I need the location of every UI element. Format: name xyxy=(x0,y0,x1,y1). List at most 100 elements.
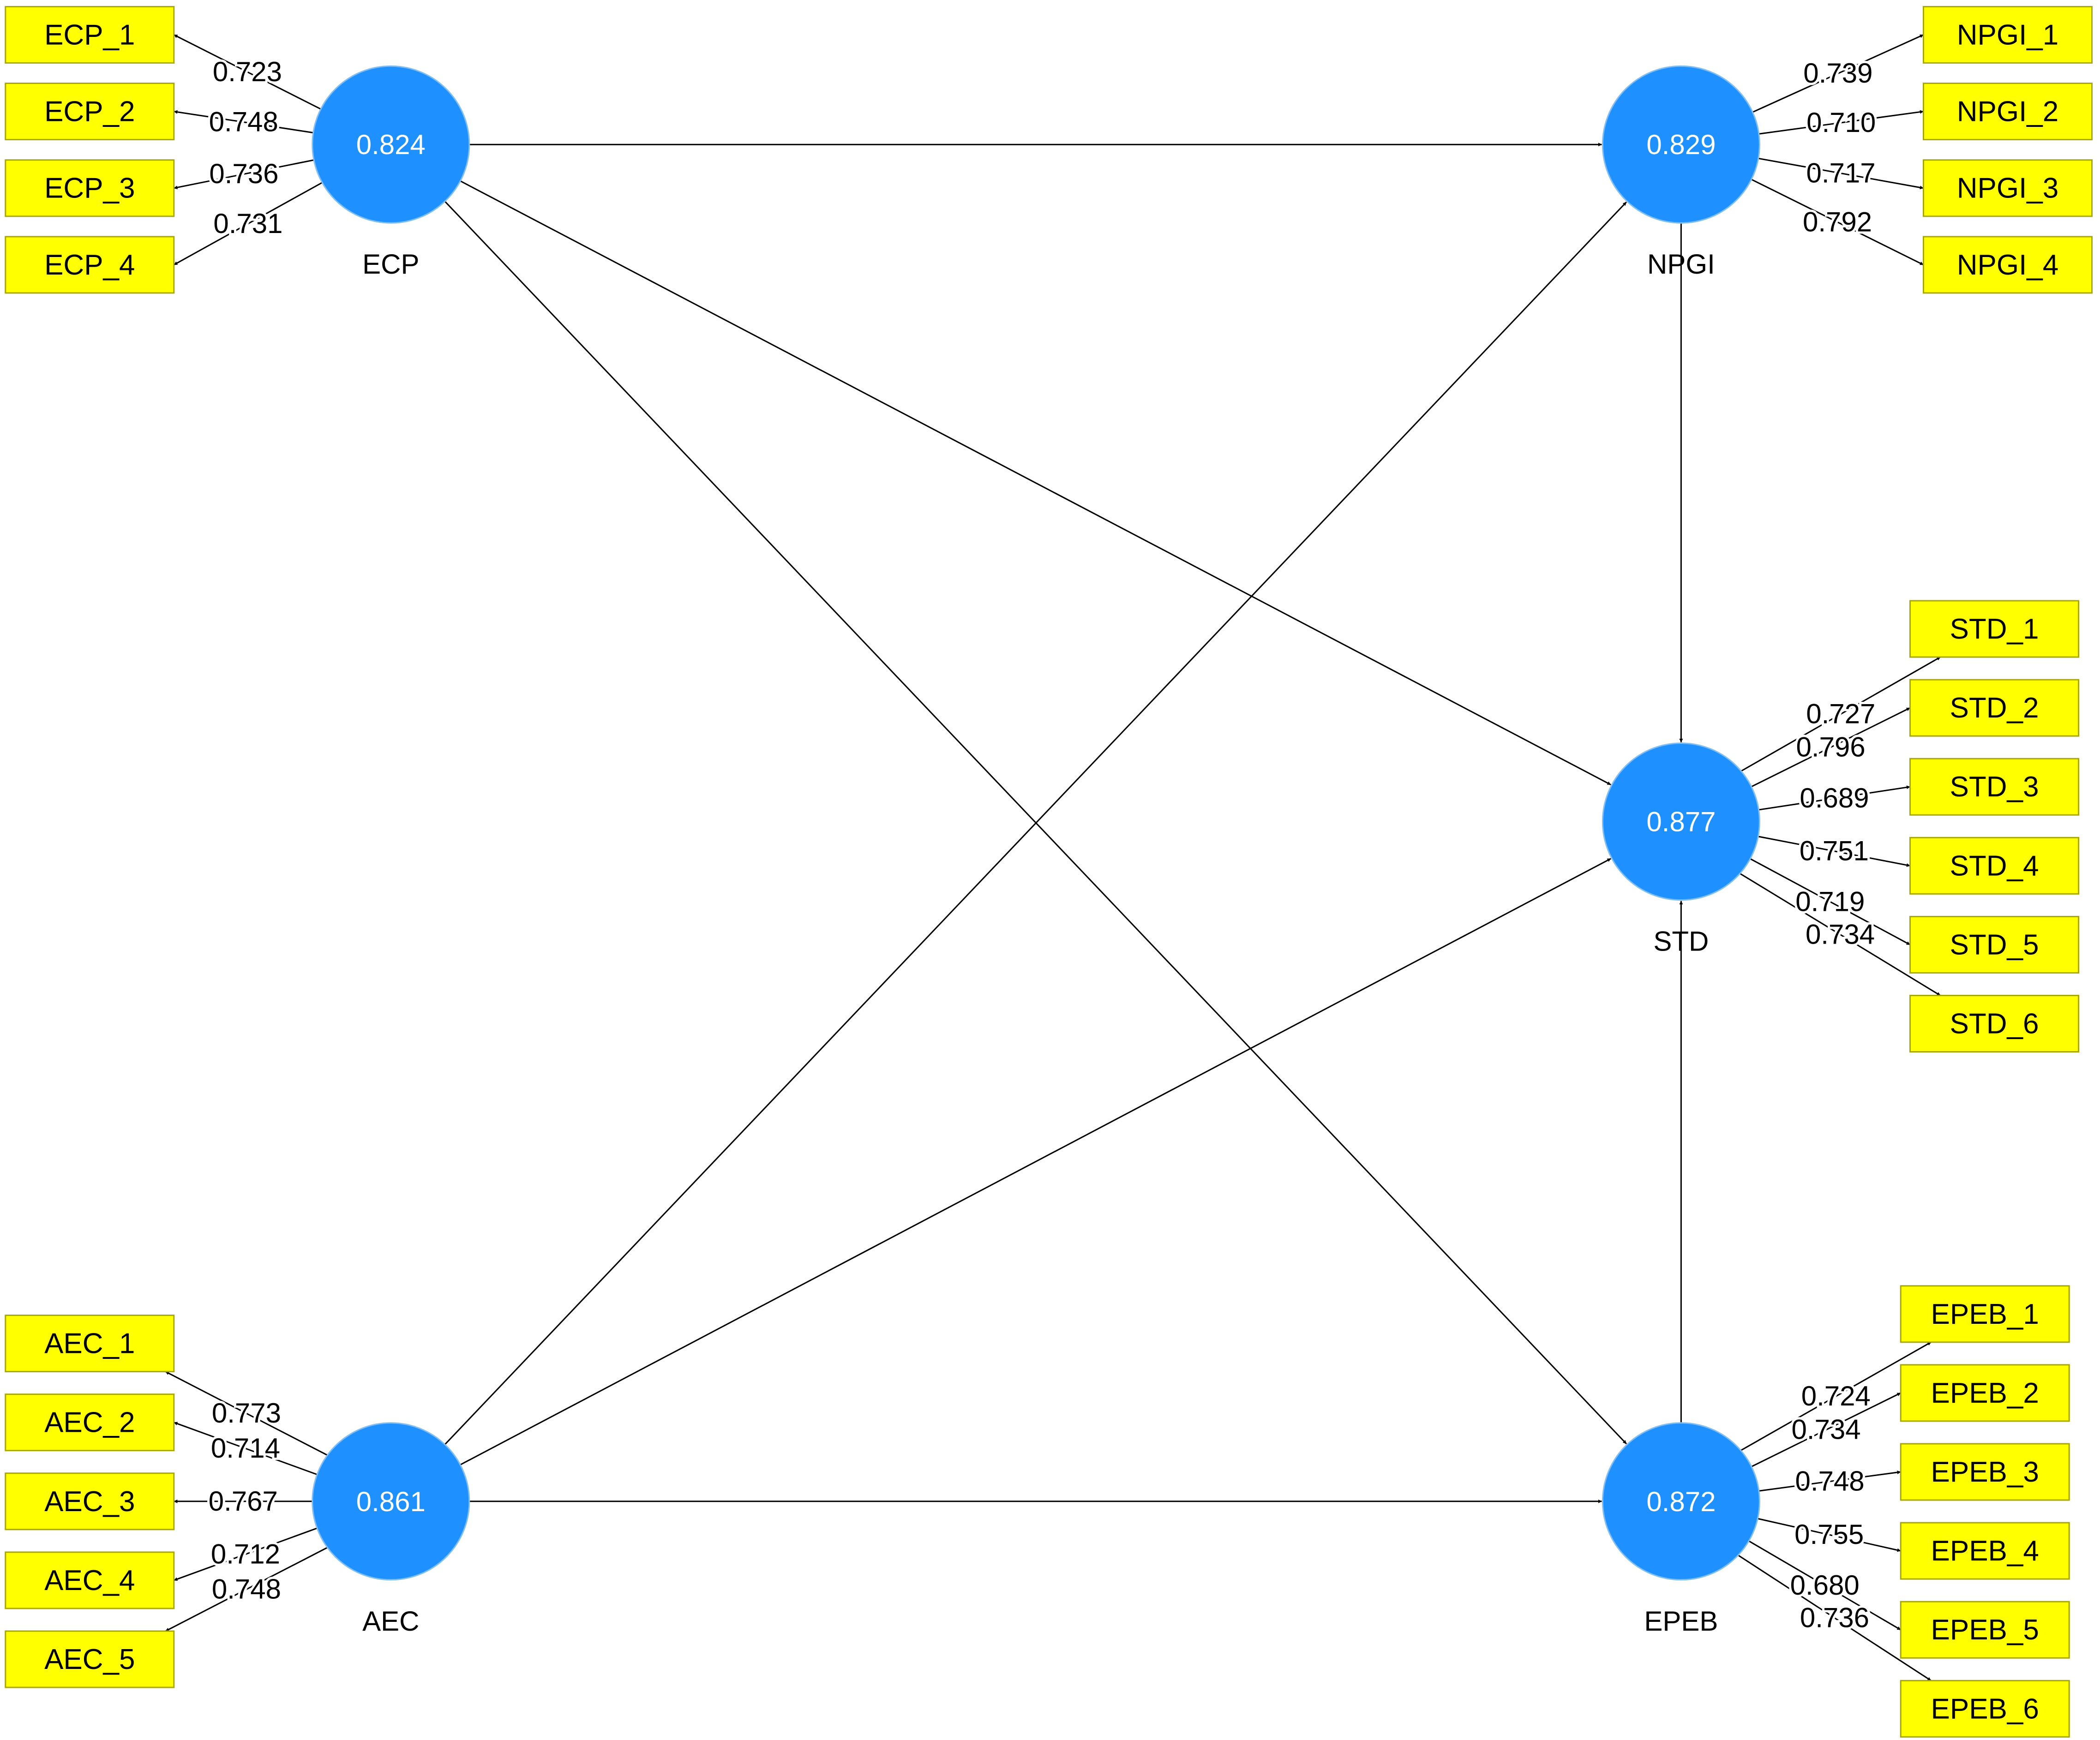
construct-value: 0.861 xyxy=(356,1486,426,1517)
indicator-npgi-2[interactable]: NPGI_2 xyxy=(1923,83,2093,141)
construct-circle[interactable] xyxy=(1602,742,1760,901)
construct-circle[interactable] xyxy=(1602,1422,1760,1581)
construct-circle[interactable] xyxy=(1602,65,1760,224)
loading-arrow-epeb-1[interactable] xyxy=(1740,1341,1932,1451)
indicator-ecp-2[interactable]: ECP_2 xyxy=(5,83,175,141)
indicator-std-6[interactable]: STD_6 xyxy=(1909,995,2079,1052)
loading-value: 0.719 xyxy=(1795,886,1865,917)
indicator-aec-2[interactable]: AEC_2 xyxy=(5,1393,175,1452)
indicator-epeb-5[interactable]: EPEB_5 xyxy=(1900,1601,2070,1659)
construct-value: 0.829 xyxy=(1646,129,1716,160)
loading-value: 0.755 xyxy=(1794,1519,1864,1550)
indicator-npgi-3[interactable]: NPGI_3 xyxy=(1923,159,2093,217)
loading-arrow-npgi-3[interactable] xyxy=(1758,157,1924,190)
construct-label: EPEB xyxy=(1644,1606,1718,1637)
loading-arrow-aec-1[interactable] xyxy=(165,1371,328,1456)
loading-arrow-epeb-2[interactable] xyxy=(1751,1392,1901,1467)
loading-value: 0.792 xyxy=(1803,206,1872,237)
construct-label: NPGI xyxy=(1647,249,1715,280)
loading-arrow-ecp-3[interactable] xyxy=(174,159,314,190)
indicator-std-3[interactable]: STD_3 xyxy=(1909,758,2079,816)
loading-value: 0.731 xyxy=(213,208,282,239)
indicator-label: NPGI_2 xyxy=(1957,96,2059,128)
construct-label: AEC xyxy=(362,1606,419,1637)
indicator-label: EPEB_2 xyxy=(1931,1377,2039,1409)
loading-value: 0.714 xyxy=(211,1433,280,1464)
indicator-label: STD_3 xyxy=(1950,771,2039,803)
loading-arrow-ecp-4[interactable] xyxy=(174,182,323,266)
loading-value: 0.751 xyxy=(1800,836,1869,867)
loading-arrow-npgi-4[interactable] xyxy=(1751,179,1924,266)
indicator-aec-4[interactable]: AEC_4 xyxy=(5,1551,175,1609)
loading-arrow-npgi-2[interactable] xyxy=(1758,110,1924,135)
loading-value: 0.689 xyxy=(1800,783,1869,813)
loading-arrow-std-3[interactable] xyxy=(1758,785,1910,811)
indicator-label: ECP_2 xyxy=(44,96,135,128)
indicator-label: EPEB_6 xyxy=(1931,1693,2039,1725)
loading-value: 0.736 xyxy=(209,158,278,189)
indicator-aec-1[interactable]: AEC_1 xyxy=(5,1315,175,1373)
loading-value: 0.748 xyxy=(1795,1466,1864,1497)
path-aec-to-std[interactable] xyxy=(460,858,1611,1465)
loading-arrow-std-6[interactable] xyxy=(1740,873,1941,996)
construct-label: ECP xyxy=(362,249,419,280)
indicator-std-2[interactable]: STD_2 xyxy=(1909,679,2079,737)
indicator-epeb-1[interactable]: EPEB_1 xyxy=(1900,1285,2070,1343)
indicator-label: EPEB_1 xyxy=(1931,1298,2039,1330)
loading-arrow-epeb-3[interactable] xyxy=(1758,1471,1901,1492)
indicator-epeb-2[interactable]: EPEB_2 xyxy=(1900,1364,2070,1422)
loading-arrow-std-2[interactable] xyxy=(1751,707,1911,788)
loading-value: 0.724 xyxy=(1801,1381,1871,1411)
indicator-std-4[interactable]: STD_4 xyxy=(1909,837,2079,895)
indicator-std-5[interactable]: STD_5 xyxy=(1909,915,2079,974)
construct-circle[interactable] xyxy=(312,65,470,224)
indicator-label: NPGI_3 xyxy=(1957,173,2059,204)
edges-layer xyxy=(165,34,1941,1681)
indicator-label: EPEB_5 xyxy=(1931,1614,2039,1646)
indicator-epeb-6[interactable]: EPEB_6 xyxy=(1900,1680,2070,1738)
loading-value: 0.796 xyxy=(1796,732,1865,763)
indicator-ecp-1[interactable]: ECP_1 xyxy=(5,6,175,64)
loading-arrow-std-1[interactable] xyxy=(1740,656,1941,772)
loading-arrow-aec-2[interactable] xyxy=(174,1422,318,1476)
construct-value: 0.824 xyxy=(356,129,426,160)
indicator-epeb-3[interactable]: EPEB_3 xyxy=(1900,1443,2070,1501)
loading-arrow-std-4[interactable] xyxy=(1758,836,1910,867)
indicator-label: NPGI_1 xyxy=(1957,19,2059,51)
loading-arrow-epeb-6[interactable] xyxy=(1738,1555,1932,1681)
indicator-aec-3[interactable]: AEC_3 xyxy=(5,1472,175,1531)
indicator-epeb-4[interactable]: EPEB_4 xyxy=(1900,1522,2070,1580)
indicator-label: AEC_5 xyxy=(44,1644,135,1675)
loading-arrow-ecp-1[interactable] xyxy=(174,34,321,110)
loading-value: 0.748 xyxy=(209,107,278,138)
loading-value: 0.712 xyxy=(211,1538,280,1569)
path-ecp-to-std[interactable] xyxy=(460,180,1611,785)
indicator-npgi-4[interactable]: NPGI_4 xyxy=(1923,236,2093,294)
construct-circle[interactable] xyxy=(312,1422,470,1581)
indicator-std-1[interactable]: STD_1 xyxy=(1909,600,2079,658)
loading-value: 0.727 xyxy=(1806,699,1875,729)
indicator-npgi-1[interactable]: NPGI_1 xyxy=(1923,6,2093,64)
loading-value: 0.734 xyxy=(1806,919,1875,950)
loading-arrow-aec-5[interactable] xyxy=(165,1547,328,1632)
path-aec-to-npgi[interactable] xyxy=(444,201,1627,1445)
loading-arrow-aec-4[interactable] xyxy=(174,1527,318,1581)
indicator-label: STD_6 xyxy=(1950,1008,2039,1040)
loading-value: 0.734 xyxy=(1791,1414,1860,1445)
loading-arrow-std-5[interactable] xyxy=(1750,858,1911,945)
loading-arrow-epeb-5[interactable] xyxy=(1748,1540,1901,1631)
loading-value: 0.739 xyxy=(1803,58,1872,89)
indicator-aec-5[interactable]: AEC_5 xyxy=(5,1630,175,1688)
indicator-label: ECP_3 xyxy=(44,173,135,204)
loading-arrow-epeb-4[interactable] xyxy=(1757,1518,1901,1552)
indicator-ecp-3[interactable]: ECP_3 xyxy=(5,159,175,217)
indicator-ecp-4[interactable]: ECP_4 xyxy=(5,236,175,294)
loading-arrow-ecp-2[interactable] xyxy=(174,110,313,134)
loading-arrow-npgi-1[interactable] xyxy=(1752,34,1924,113)
